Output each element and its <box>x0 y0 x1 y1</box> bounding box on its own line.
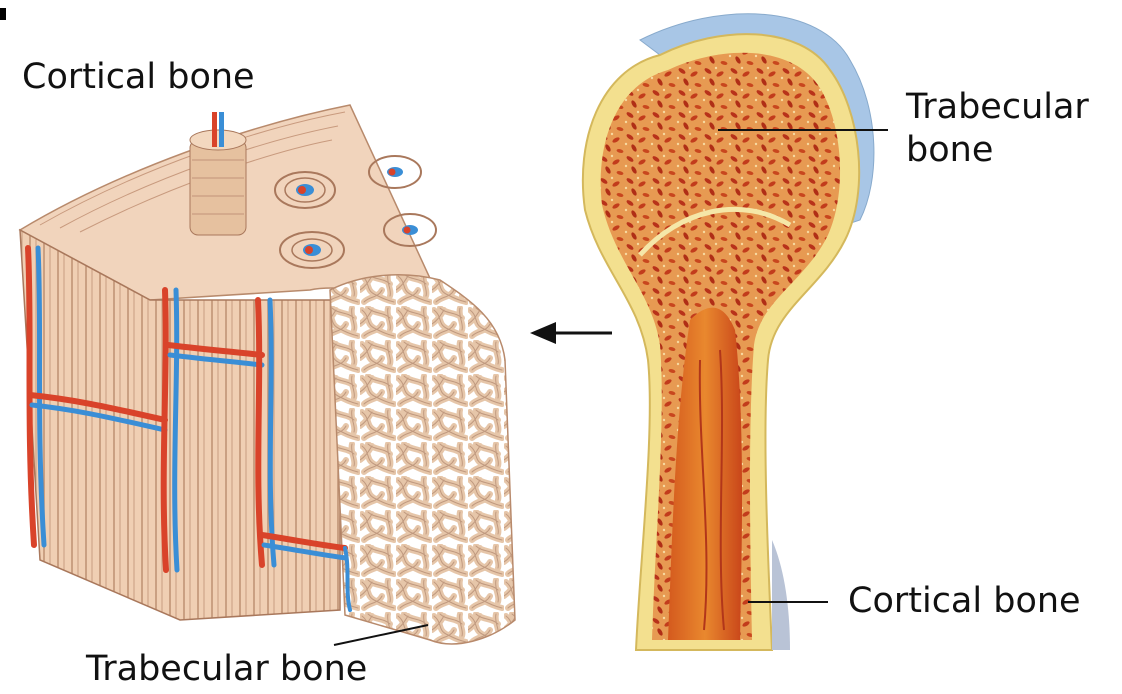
label-trabecular-line1: Trabecular <box>906 86 1089 129</box>
label-trabecular-line2: bone <box>906 129 1089 172</box>
cortical-bone-block <box>20 105 515 644</box>
long-bone-illustration <box>583 14 874 650</box>
label-trabecular-bone-bottom: Trabecular bone <box>86 648 367 691</box>
label-cortical-bone-top: Cortical bone <box>22 56 255 99</box>
spongy-bone-section <box>330 275 515 644</box>
label-trabecular-bone-right: Trabecular bone <box>906 86 1089 171</box>
direction-arrow <box>530 322 612 344</box>
periosteum <box>772 540 790 650</box>
label-cortical-bone-right: Cortical bone <box>848 580 1081 623</box>
osteon-cylinder <box>190 112 246 235</box>
